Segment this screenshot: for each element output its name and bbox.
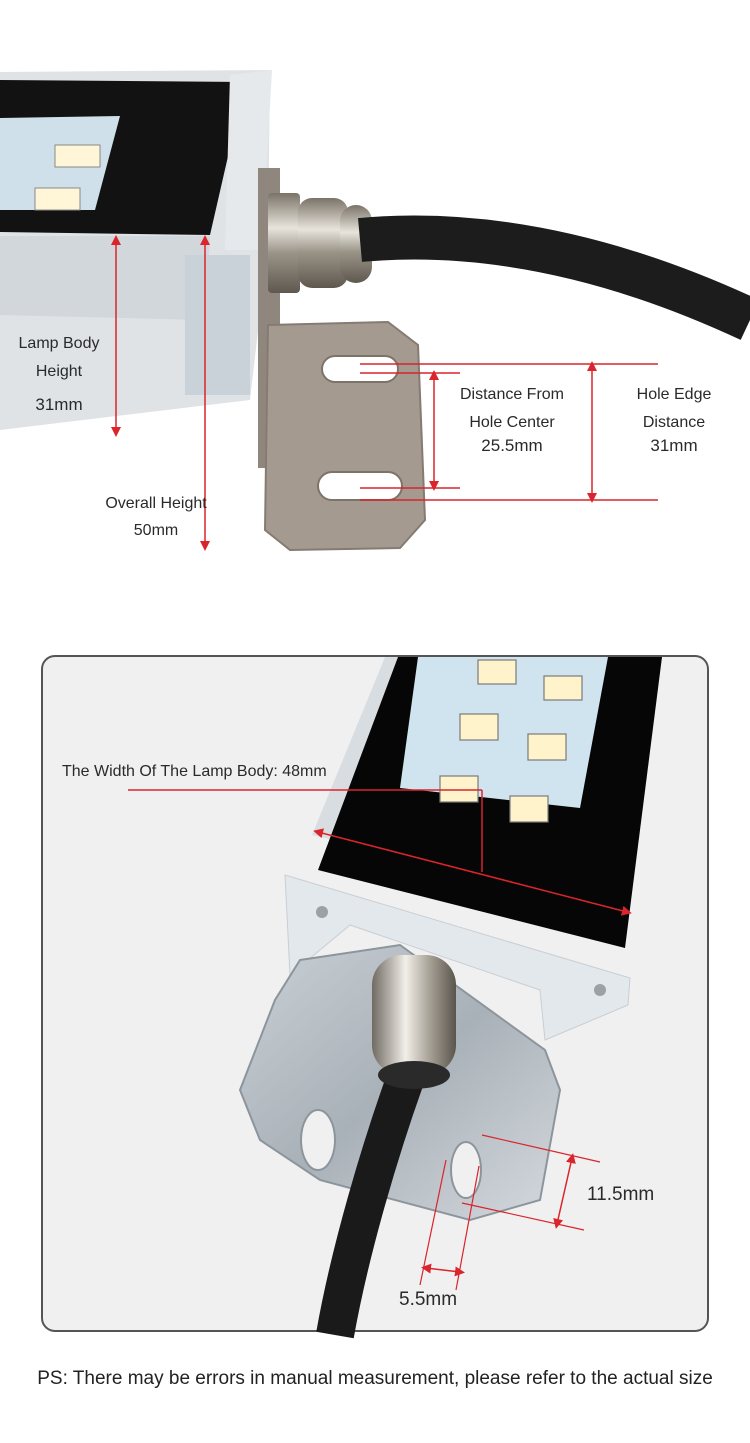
hole-edge-line2: Distance (642, 414, 706, 431)
measurement-disclaimer: PS: There may be errors in manual measur… (37, 1368, 713, 1389)
hole-center-value: 25.5mm (481, 436, 543, 455)
hole-center-distance-label: Distance From Hole Center 25.5mm (452, 386, 572, 455)
hole-edge-line1: Hole Edge (636, 386, 712, 403)
top-dimension-figure: Lamp Body Height 31mm Overall Height 50m… (0, 0, 750, 600)
overall-height-value: 50mm (133, 522, 179, 539)
lamp-body-height-label: Lamp Body Height 31mm (10, 335, 108, 414)
hole-edge-value: 31mm (650, 436, 698, 455)
lamp-body-height-line2: Height (35, 363, 83, 380)
lamp-side-view-illustration (0, 70, 750, 552)
lamp-body-height-line1: Lamp Body (18, 335, 100, 352)
bottom-dimension-panel (41, 655, 709, 1332)
hole-edge-distance-label: Hole Edge Distance 31mm (624, 386, 724, 455)
overall-height-line1: Overall Height (105, 495, 207, 512)
hole-center-line1: Distance From (459, 386, 565, 403)
lamp-body-height-value: 31mm (35, 395, 83, 414)
overall-height-label: Overall Height 50mm (98, 496, 214, 539)
hole-center-line2: Hole Center (469, 414, 555, 431)
